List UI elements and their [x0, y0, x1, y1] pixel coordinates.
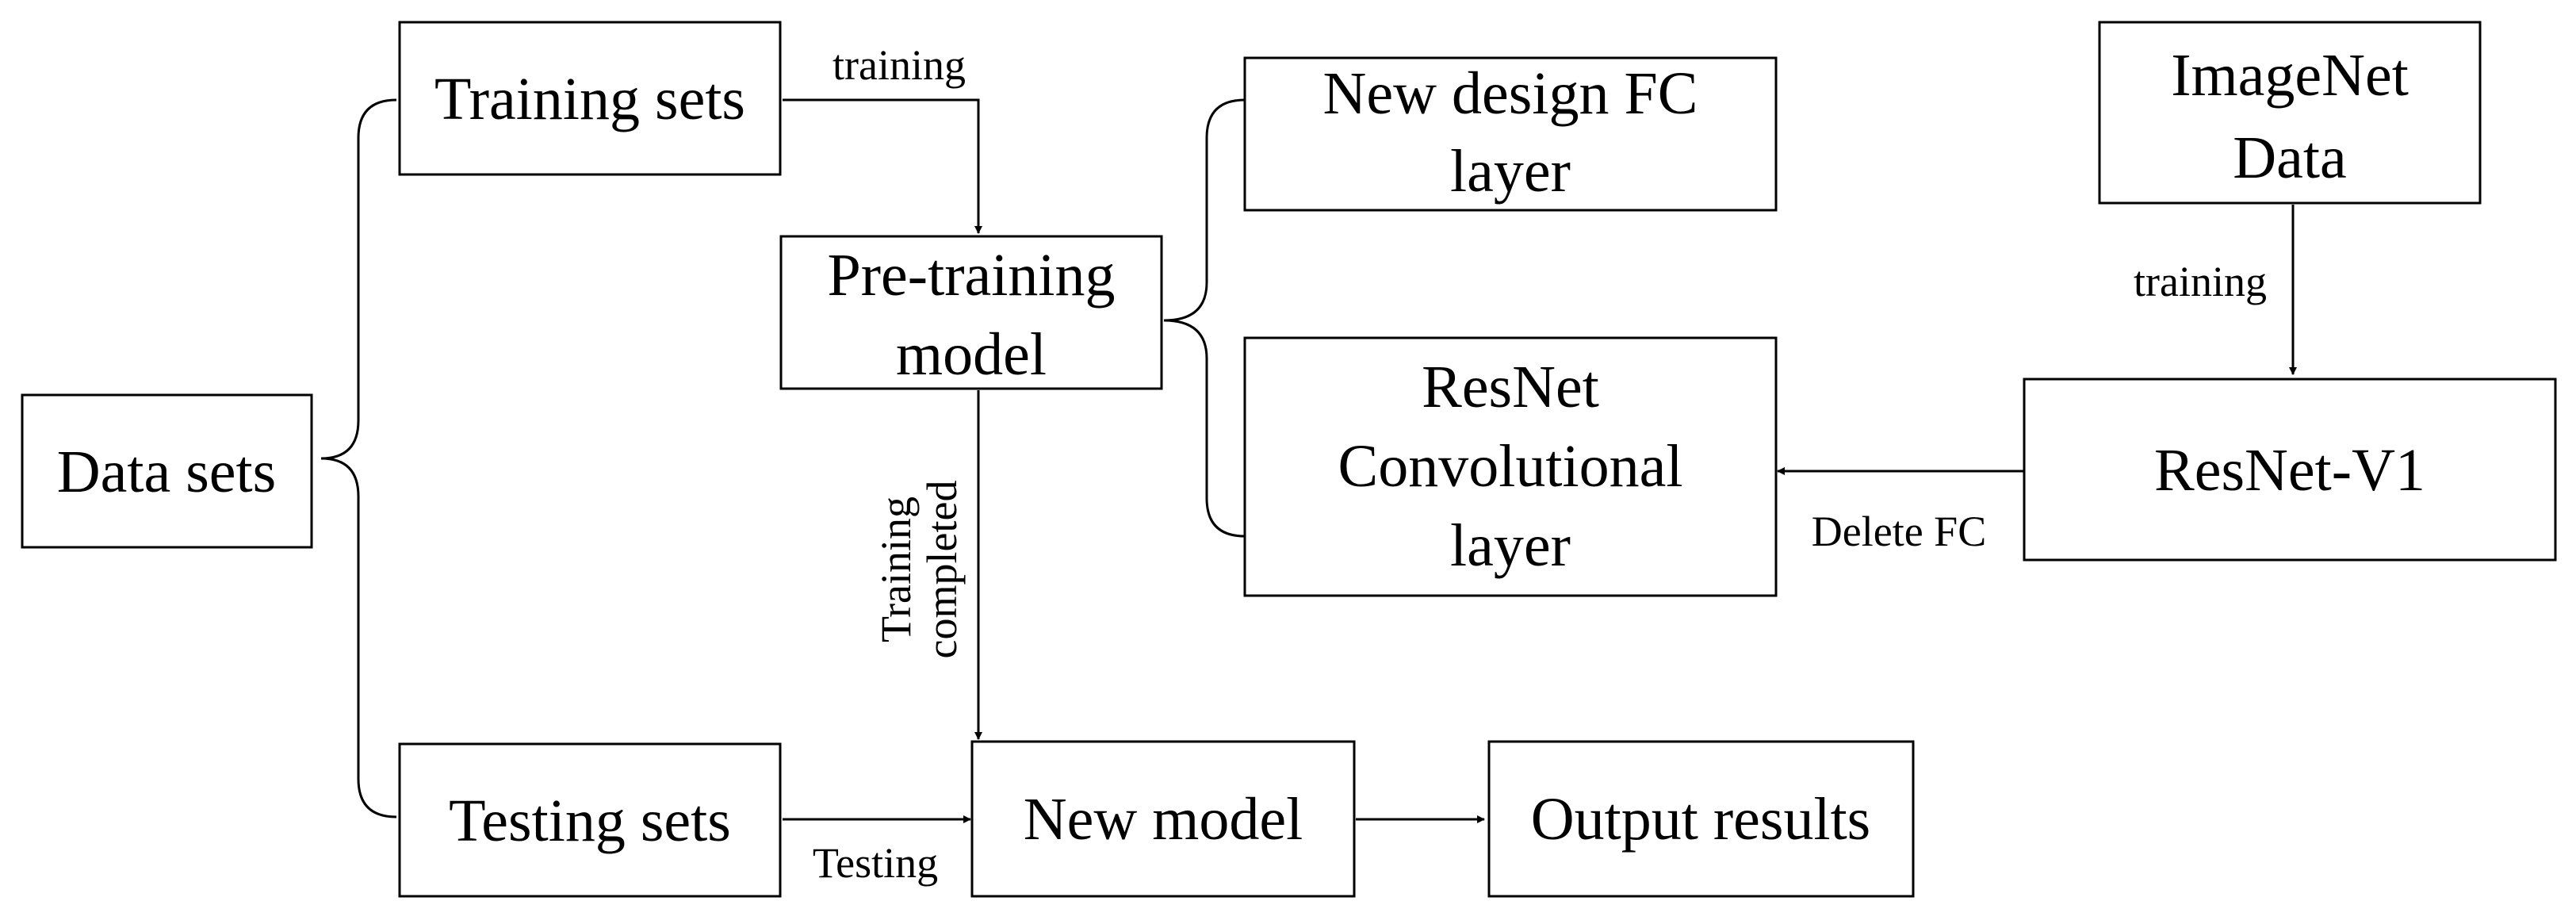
- testing-edge-label: Testing: [813, 839, 938, 887]
- output-results-box: Output results: [1487, 740, 1915, 898]
- testing-sets-box: Testing sets: [398, 742, 782, 898]
- training-completed-edge-label: Training completed: [872, 481, 966, 659]
- resnet-conv-label-line1: ResNet: [1422, 354, 1599, 420]
- new-design-fc-label-line1: New design FC: [1323, 60, 1698, 127]
- new-model-label: New model: [1024, 786, 1303, 853]
- resnet-conv-label-line2: Convolutional: [1338, 433, 1683, 500]
- testing-sets-label: Testing sets: [449, 788, 731, 854]
- training-sets-box: Training sets: [398, 21, 782, 176]
- delete-fc-edge-label: Delete FC: [1812, 508, 1986, 555]
- new-design-fc-layer-box: New design FC layer: [1243, 56, 1778, 212]
- imagenet-data-label-line1: ImageNet: [2171, 42, 2409, 109]
- training-completed-line2: completed: [918, 481, 966, 659]
- imagenet-data-label-line2: Data: [2233, 125, 2346, 191]
- new-model-box: New model: [970, 740, 1356, 898]
- new-design-fc-label-line2: layer: [1450, 138, 1571, 205]
- data-sets-brace: [320, 98, 397, 819]
- training-completed-line1: Training: [872, 497, 920, 642]
- training-to-pretraining-arrow: [783, 98, 982, 234]
- resnet-v1-box: ResNet-V1: [2023, 378, 2557, 562]
- pretraining-model-box: Pre-training model: [779, 235, 1163, 390]
- resnet-conv-label-line3: layer: [1450, 512, 1571, 579]
- imagenet-data-box: ImageNet Data: [2098, 21, 2482, 205]
- data-sets-label: Data sets: [57, 439, 276, 505]
- output-results-label: Output results: [1531, 786, 1871, 853]
- pretraining-brace: [1163, 98, 1246, 538]
- training-edge-label-top: training: [833, 41, 966, 89]
- resnet-v1-label: ResNet-V1: [2154, 437, 2425, 504]
- pretraining-model-label-line1: Pre-training: [827, 242, 1115, 309]
- data-sets-box: Data sets: [21, 393, 313, 549]
- training-edge-label-right: training: [2134, 258, 2267, 305]
- resnet-conv-layer-box: ResNet Convolutional layer: [1243, 336, 1778, 597]
- training-sets-label: Training sets: [434, 66, 745, 132]
- pretraining-model-label-line2: model: [896, 321, 1047, 388]
